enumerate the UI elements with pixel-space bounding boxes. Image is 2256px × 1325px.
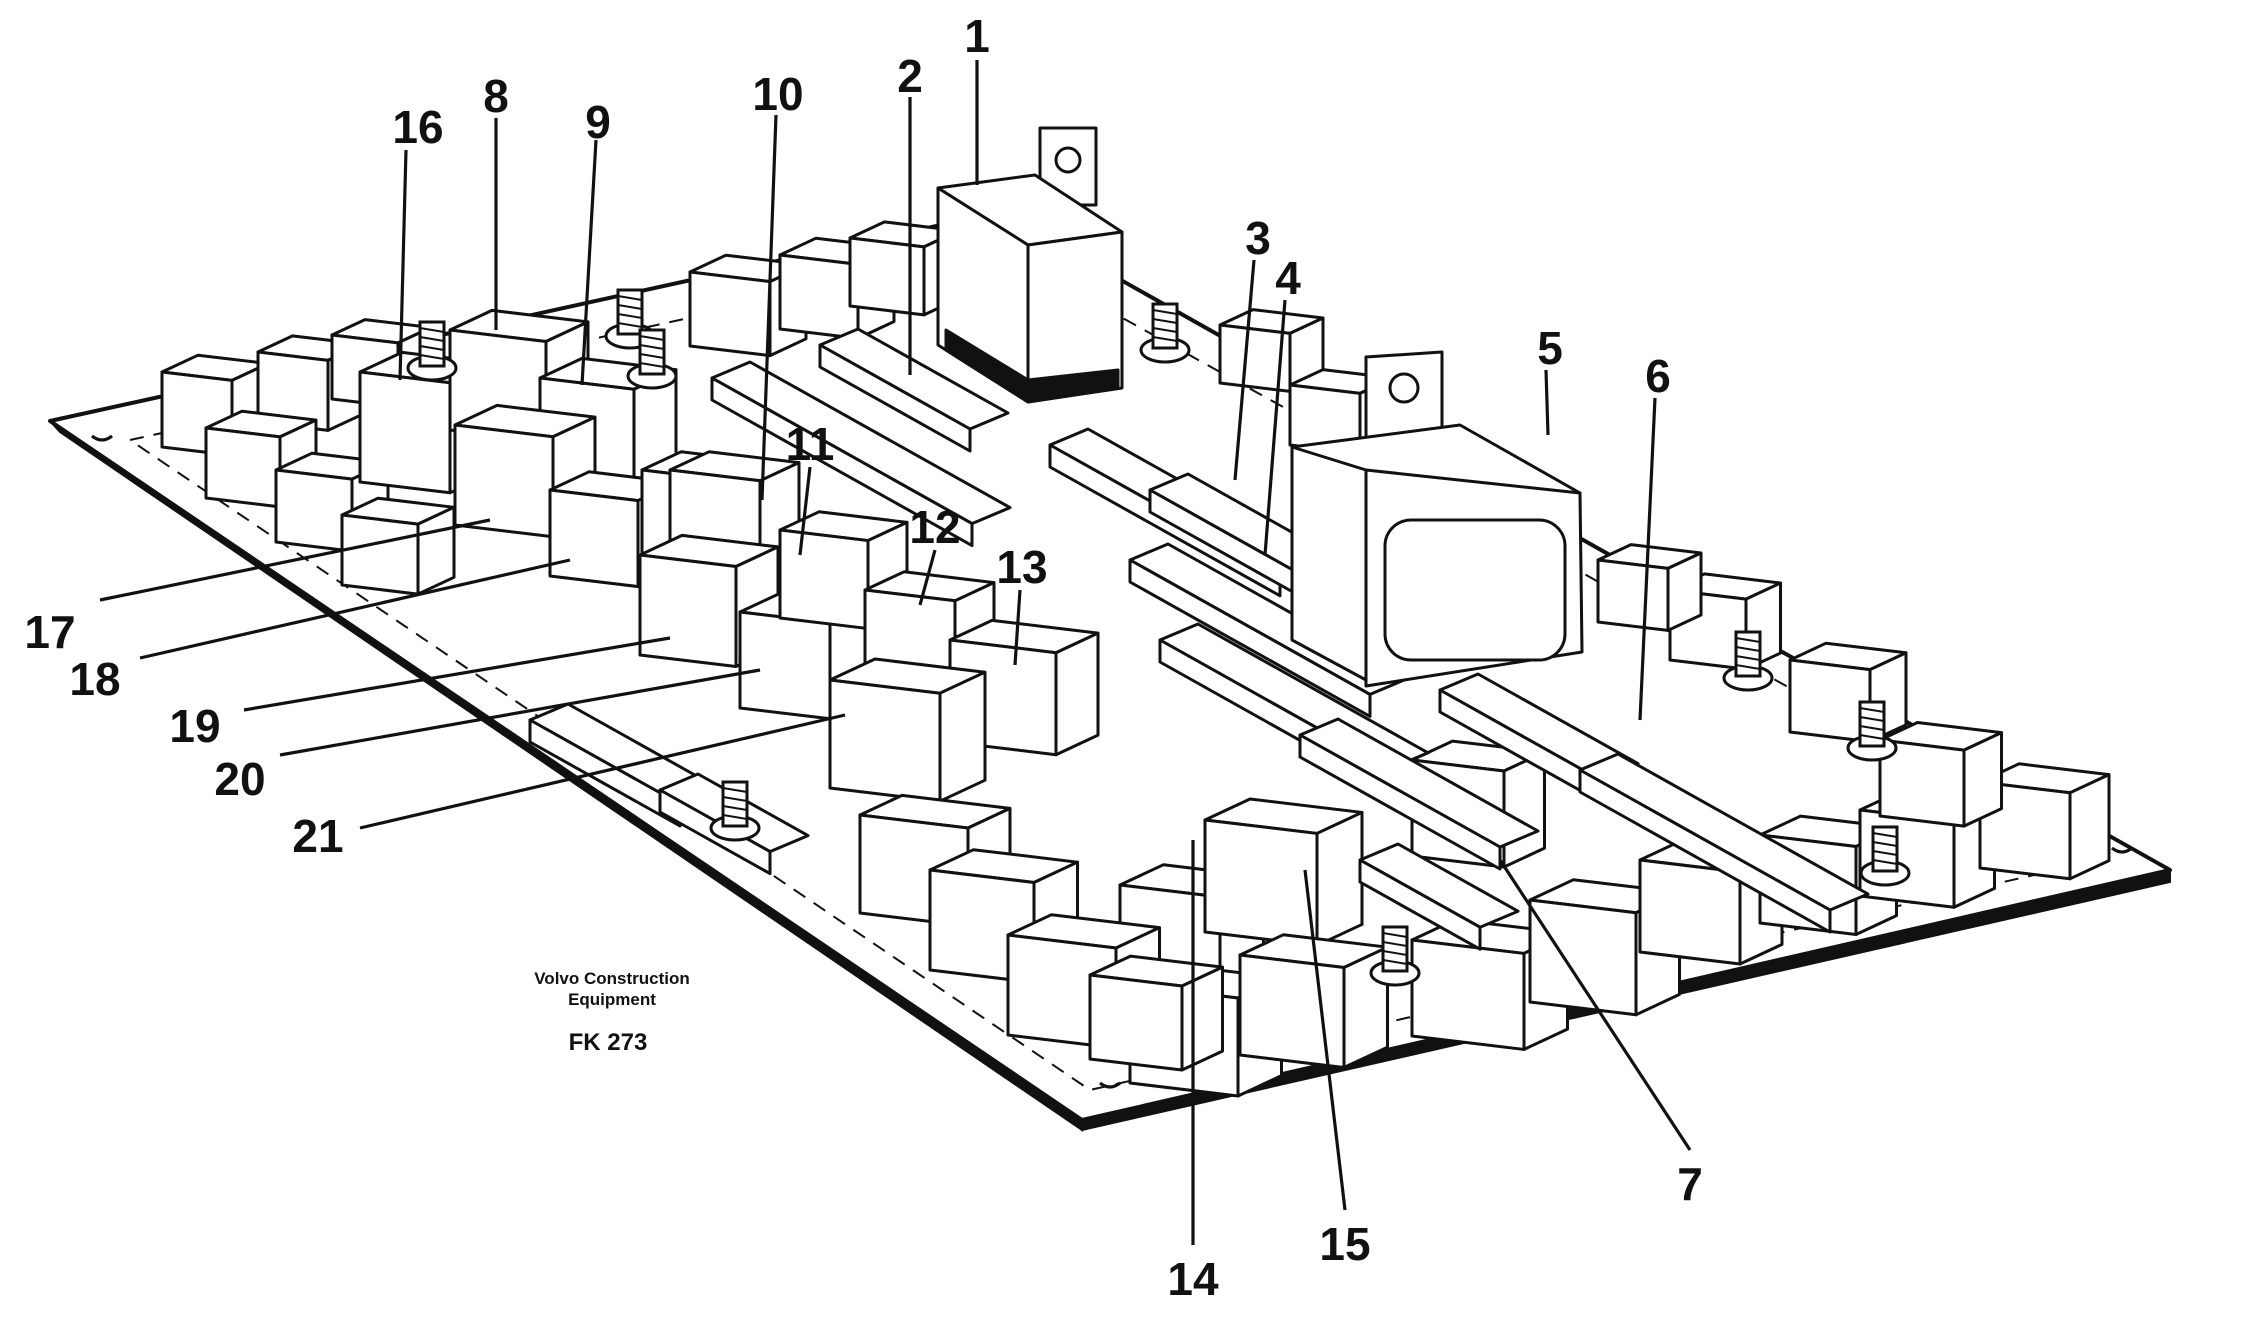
relay-cube (828, 657, 987, 803)
callout-18: 18 (69, 653, 120, 705)
callout-21: 21 (292, 810, 343, 862)
leader-11 (798, 466, 812, 556)
stud-bolt (406, 320, 458, 382)
callout-10: 10 (752, 68, 803, 120)
callout-8: 8 (483, 70, 509, 122)
callout-2: 2 (897, 50, 923, 102)
callout-3: 3 (1245, 212, 1271, 264)
callout-labels: 1 2 3 4 5 6 7 8 9 10 11 12 13 14 15 16 1… (24, 10, 1702, 1305)
leader-10 (760, 114, 778, 501)
callout-6: 6 (1645, 350, 1671, 402)
relay-cube (1878, 721, 2003, 828)
terminal-block (818, 327, 1010, 453)
terminal-block (1578, 752, 1870, 934)
leader-4 (1263, 299, 1287, 556)
caption-equipment: Equipment (568, 990, 656, 1009)
leader-12 (918, 549, 937, 606)
callout-16: 16 (392, 101, 443, 153)
callout-5: 5 (1537, 322, 1563, 374)
leader-19 (243, 636, 671, 712)
stud-bolt (709, 780, 761, 842)
terminal-block (710, 360, 1012, 548)
callout-14: 14 (1167, 1253, 1219, 1305)
caption-code: FK 273 (569, 1029, 648, 1056)
callout-7: 7 (1677, 1158, 1703, 1210)
callout-15: 15 (1319, 1218, 1370, 1270)
callout-19: 19 (169, 700, 220, 752)
leader-7 (1498, 859, 1692, 1151)
relay-cube (1788, 641, 1908, 744)
callout-17: 17 (24, 606, 75, 658)
stud-bolt (1369, 925, 1421, 987)
drawing-caption: Volvo Construction Equipment FK 273 (534, 969, 690, 1056)
callout-11: 11 (786, 418, 835, 470)
leader-3 (1233, 259, 1256, 481)
stud-bolt (1846, 700, 1898, 762)
stud-bolt (1859, 825, 1911, 887)
leader-13 (1013, 589, 1022, 666)
callout-4: 4 (1275, 252, 1301, 304)
leader-15 (1303, 869, 1347, 1211)
main-relay-5 (1290, 350, 1584, 688)
leader-lines (99, 60, 1692, 1245)
relay-cube (1203, 797, 1364, 947)
stud-bolt (626, 328, 678, 390)
leader-9 (580, 139, 598, 386)
caption-company: Volvo Construction (534, 969, 690, 988)
leader-17 (99, 518, 491, 602)
leader-16 (398, 149, 408, 381)
leader-21 (359, 713, 846, 830)
leader-6 (1638, 397, 1657, 721)
callout-12: 12 (909, 501, 960, 553)
main-relay-1 (936, 126, 1124, 404)
stud-bolt (1722, 630, 1774, 692)
callout-13: 13 (996, 541, 1047, 593)
terminal-block (1298, 717, 1540, 871)
callout-9: 9 (585, 96, 611, 148)
stud-bolt (1139, 302, 1191, 364)
relay-cube (1088, 954, 1224, 1072)
leader-18 (139, 558, 571, 660)
leader-20 (279, 668, 761, 757)
terminal-block (528, 702, 720, 828)
components (160, 220, 2111, 1098)
callout-1: 1 (964, 10, 990, 62)
relay-cube (1596, 543, 1703, 632)
terminal-block (1358, 842, 1520, 951)
callout-20: 20 (214, 753, 265, 805)
leader-5 (1544, 369, 1550, 436)
